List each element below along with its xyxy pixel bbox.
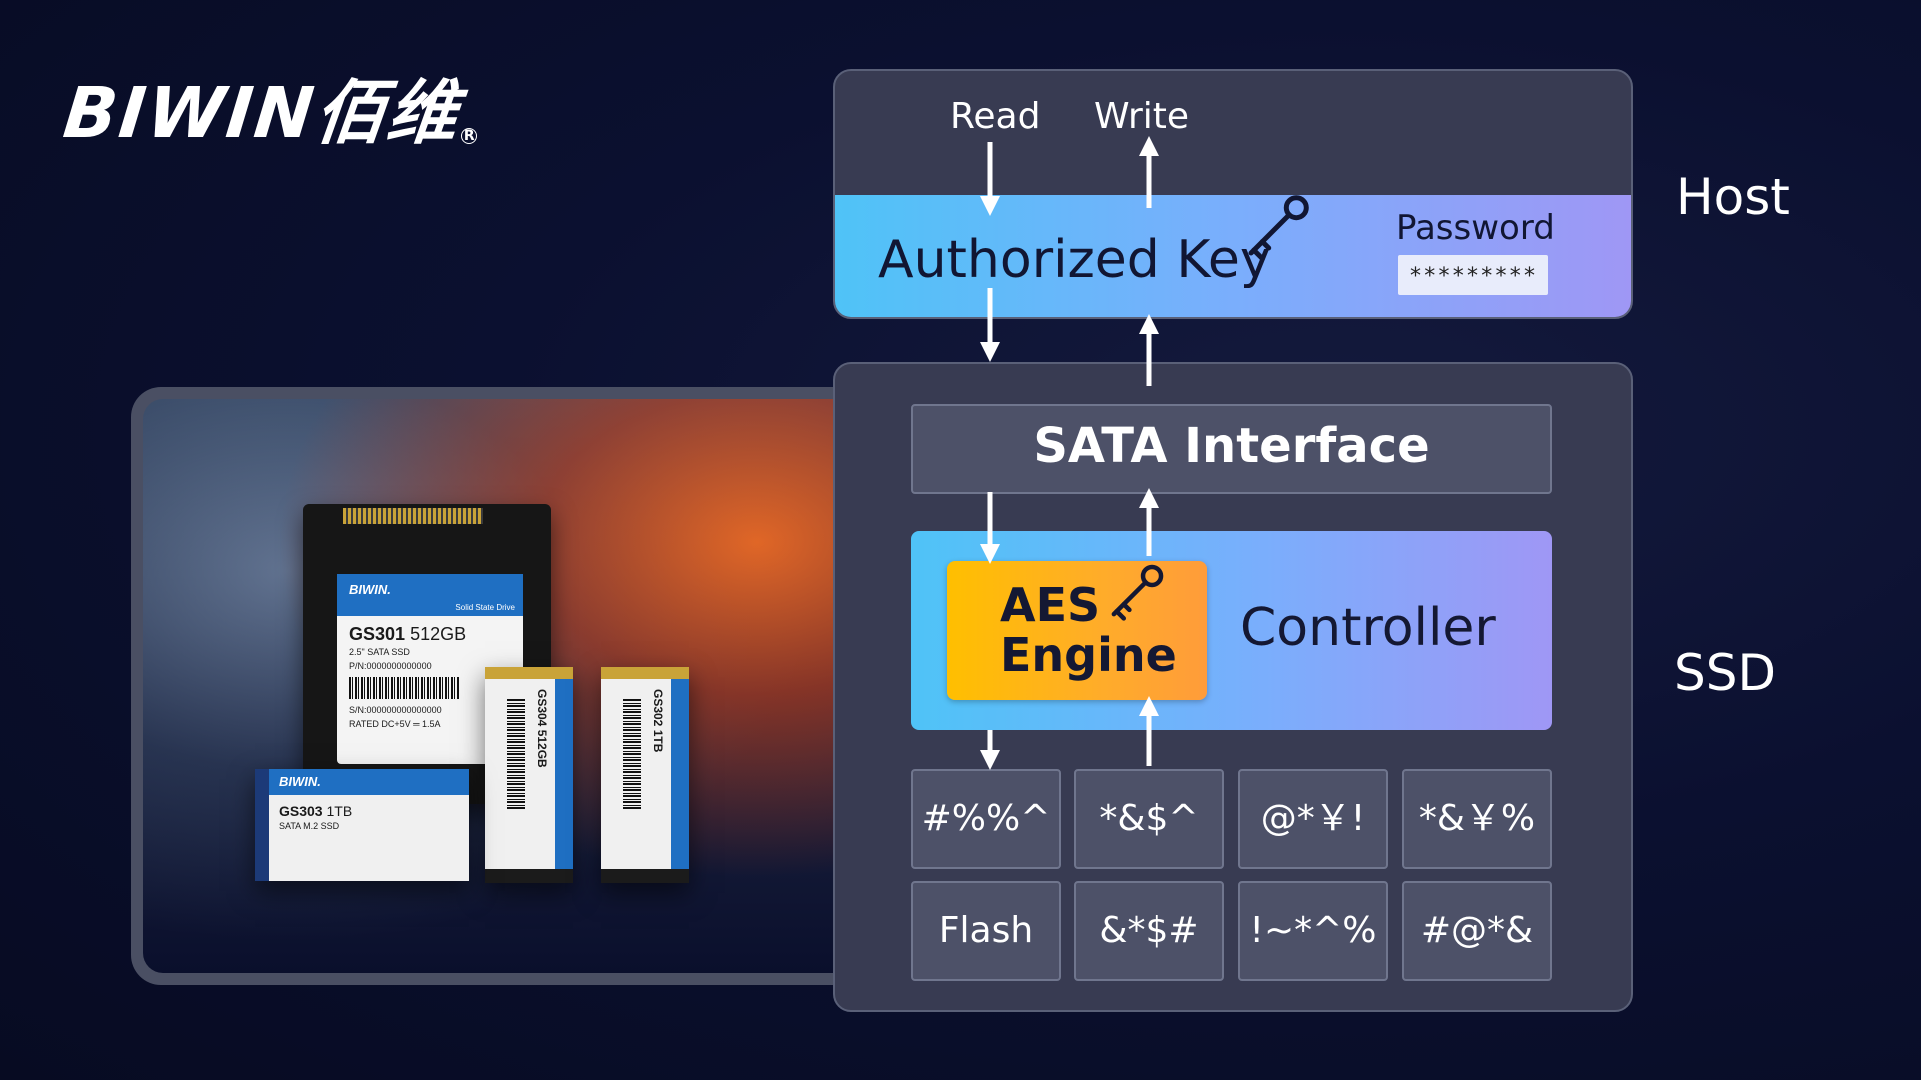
biwin-logo: BIWIN佰维 R: [60, 72, 478, 154]
barcode: [507, 699, 525, 809]
msata-model: GS304 512GB: [535, 689, 549, 768]
model-capacity: 512GB: [410, 624, 467, 644]
registered-mark: R: [461, 128, 478, 144]
flash-cell: @*￥!: [1238, 769, 1388, 869]
label-band: BIWIN. Solid State Drive: [337, 574, 523, 616]
write-label: Write: [1094, 96, 1190, 137]
product-photo: BIWIN. Solid State Drive GS301 512GB 2.5…: [143, 399, 865, 973]
label-brand: BIWIN.: [349, 582, 391, 597]
ssd-side-label: SSD: [1674, 644, 1776, 702]
label-form: SATA M.2 SSD: [279, 821, 340, 831]
host-side-label: Host: [1676, 168, 1790, 226]
read-label: Read: [950, 96, 1041, 137]
flash-cell: !~*^%: [1238, 881, 1388, 981]
model-name: GS301: [349, 624, 406, 644]
msata-model: GS302 1TB: [651, 689, 665, 753]
barcode: [349, 677, 459, 699]
aes-label: AES: [1000, 578, 1101, 632]
sata-interface-box: [911, 404, 1552, 494]
ssd-msata-gs304: GS304 512GB: [485, 667, 573, 883]
label-pn: P/N:0000000000000: [349, 661, 432, 671]
ssd-label: BIWIN. Solid State Drive GS301 512GB 2.5…: [337, 574, 523, 764]
flash-cell: *&$^: [1074, 769, 1224, 869]
flash-cell: #%%^: [911, 769, 1061, 869]
sata-connector: [343, 508, 483, 524]
flash-cell: &*$#: [1074, 881, 1224, 981]
authorized-key-label: Authorized Key: [878, 230, 1271, 290]
label-rated: RATED DC+5V ═ 1.5A: [349, 719, 441, 729]
sata-interface-label: SATA Interface: [1033, 418, 1430, 474]
flash-cell: #@*&: [1402, 881, 1552, 981]
ssd-2-5-inch: BIWIN. Solid State Drive GS301 512GB 2.5…: [303, 504, 551, 804]
model-capacity: 1TB: [326, 803, 353, 819]
password-field: *********: [1398, 255, 1548, 295]
flash-cell: *&￥%: [1402, 769, 1552, 869]
password-label: Password: [1396, 208, 1555, 248]
ssd-m2: BIWIN. GS303 1TB SATA M.2 SSD: [255, 769, 469, 881]
ssd-msata-gs302: GS302 1TB: [601, 667, 689, 883]
label-sn: S/N:000000000000000: [349, 705, 442, 715]
label-brand: BIWIN.: [269, 769, 469, 795]
label-model: GS301 512GB: [337, 616, 523, 645]
flash-cell: Flash: [911, 881, 1061, 981]
model-name: GS303: [279, 803, 323, 819]
label-subtitle: Solid State Drive: [455, 603, 515, 612]
product-photo-frame: BIWIN. Solid State Drive GS301 512GB 2.5…: [131, 387, 877, 985]
label-model: GS303 1TB: [269, 795, 469, 819]
controller-label: Controller: [1240, 598, 1496, 658]
logo-brand: BIWIN佰维: [59, 72, 464, 154]
msata-stripe: [671, 679, 689, 869]
aes-engine-box: [947, 561, 1207, 700]
label-form: 2.5" SATA SSD: [349, 647, 410, 657]
msata-stripe: [555, 679, 573, 869]
engine-label: Engine: [1000, 628, 1177, 682]
barcode: [623, 699, 641, 809]
